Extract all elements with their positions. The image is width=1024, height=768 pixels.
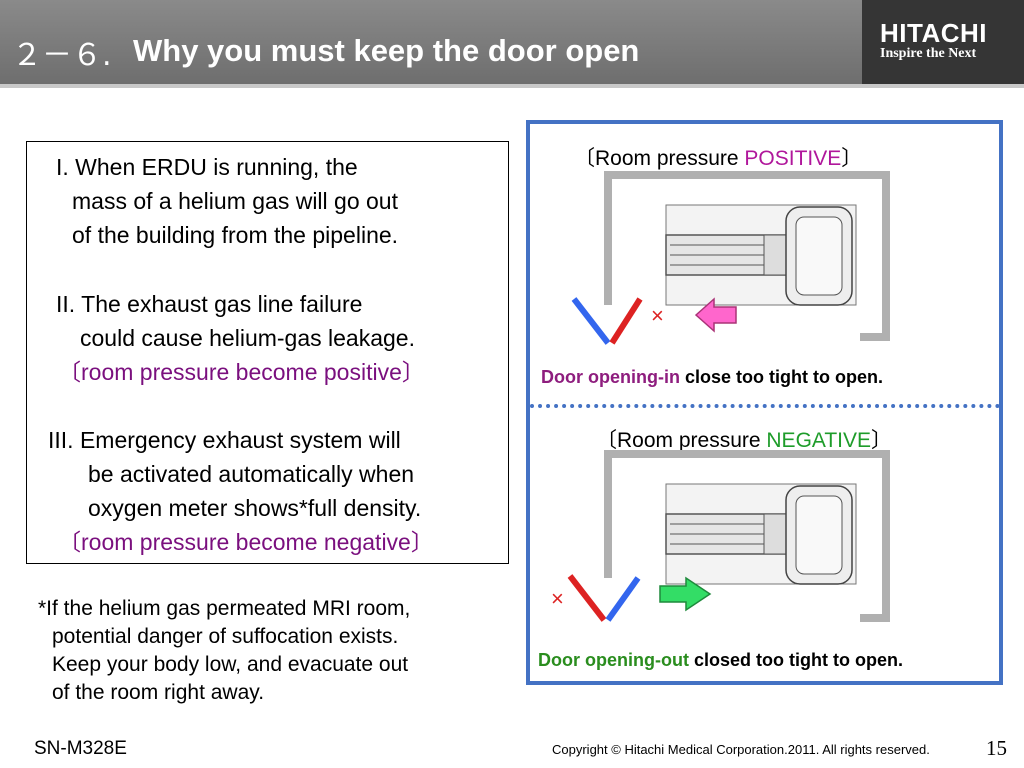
negative-heading: 〔Room pressure NEGATIVE〕: [596, 424, 892, 454]
negative-caption: Door opening-out closed too tight to ope…: [538, 650, 903, 671]
explanation-box: [26, 141, 509, 564]
note-line-4: of the room right away.: [52, 681, 265, 704]
document-code: SN-M328E: [34, 738, 127, 759]
item-1-line-1: I. When ERDU is running, the: [56, 154, 358, 180]
item-2-line-1: II. The exhaust gas line failure: [56, 291, 363, 317]
positive-heading-prefix: 〔Room pressure: [574, 147, 745, 170]
blocked-mark-positive: ×: [651, 303, 664, 328]
negative-heading-suffix: 〕: [871, 429, 893, 452]
header-bar: [0, 0, 1024, 84]
item-2-line-3: 〔room pressure become positive〕: [58, 359, 425, 385]
panel-divider: [530, 404, 1000, 408]
negative-caption-rest: closed too tight to open.: [688, 650, 903, 670]
room-wall: [604, 171, 890, 341]
door-open-position: [571, 297, 611, 345]
item-1-line-2: mass of a helium gas will go out: [72, 188, 398, 214]
positive-heading-suffix: 〕: [841, 147, 863, 170]
negative-room-diagram: [567, 450, 890, 622]
item-3-line-1: III. Emergency exhaust system will: [48, 427, 401, 453]
positive-caption-rest: close too tight to open.: [679, 367, 883, 387]
note-line-1: *If the helium gas permeated MRI room,: [38, 597, 411, 620]
section-number: ２－６.: [12, 38, 112, 73]
mri-scanner: [665, 204, 857, 306]
blocked-mark-negative: ×: [551, 586, 564, 611]
page-number: 15: [986, 736, 1007, 760]
door-closed-position: [567, 574, 607, 622]
positive-heading-highlight: POSITIVE: [744, 147, 842, 170]
positive-caption: Door opening-in close too tight to open.: [541, 367, 883, 388]
door-closed-position: [609, 297, 643, 345]
positive-heading: 〔Room pressure POSITIVE〕: [574, 142, 862, 172]
negative-caption-highlight: Door opening-out: [538, 650, 689, 670]
room-wall: [604, 450, 890, 622]
header-underline: [0, 84, 1024, 88]
item-3-line-4: 〔room pressure become negative〕: [58, 529, 434, 555]
airflow-in-arrow: [694, 297, 737, 333]
note-line-3: Keep your body low, and evacuate out: [52, 653, 409, 676]
brand-tagline: Inspire the Next: [880, 46, 977, 61]
negative-heading-prefix: 〔Room pressure: [596, 429, 767, 452]
negative-heading-highlight: NEGATIVE: [766, 429, 872, 452]
page-title: Why you must keep the door open: [133, 33, 640, 68]
mri-scanner: [665, 483, 857, 585]
item-3-line-3: oxygen meter shows*full density.: [88, 495, 422, 521]
item-3-line-2: be activated automatically when: [88, 461, 415, 487]
brand-name: HITACHI: [880, 18, 988, 48]
note-line-2: potential danger of suffocation exists.: [52, 625, 399, 648]
item-1-line-3: of the building from the pipeline.: [72, 222, 399, 248]
copyright-notice: Copyright © Hitachi Medical Corporation.…: [552, 742, 930, 757]
brand-logo: [862, 0, 1024, 84]
positive-room-diagram: [571, 171, 890, 345]
airflow-out-arrow: [659, 576, 712, 612]
door-diagram-frame: [526, 120, 1003, 685]
item-2-line-2: could cause helium-gas leakage.: [80, 325, 415, 351]
positive-caption-highlight: Door opening-in: [541, 367, 680, 387]
door-open-position: [605, 576, 641, 622]
